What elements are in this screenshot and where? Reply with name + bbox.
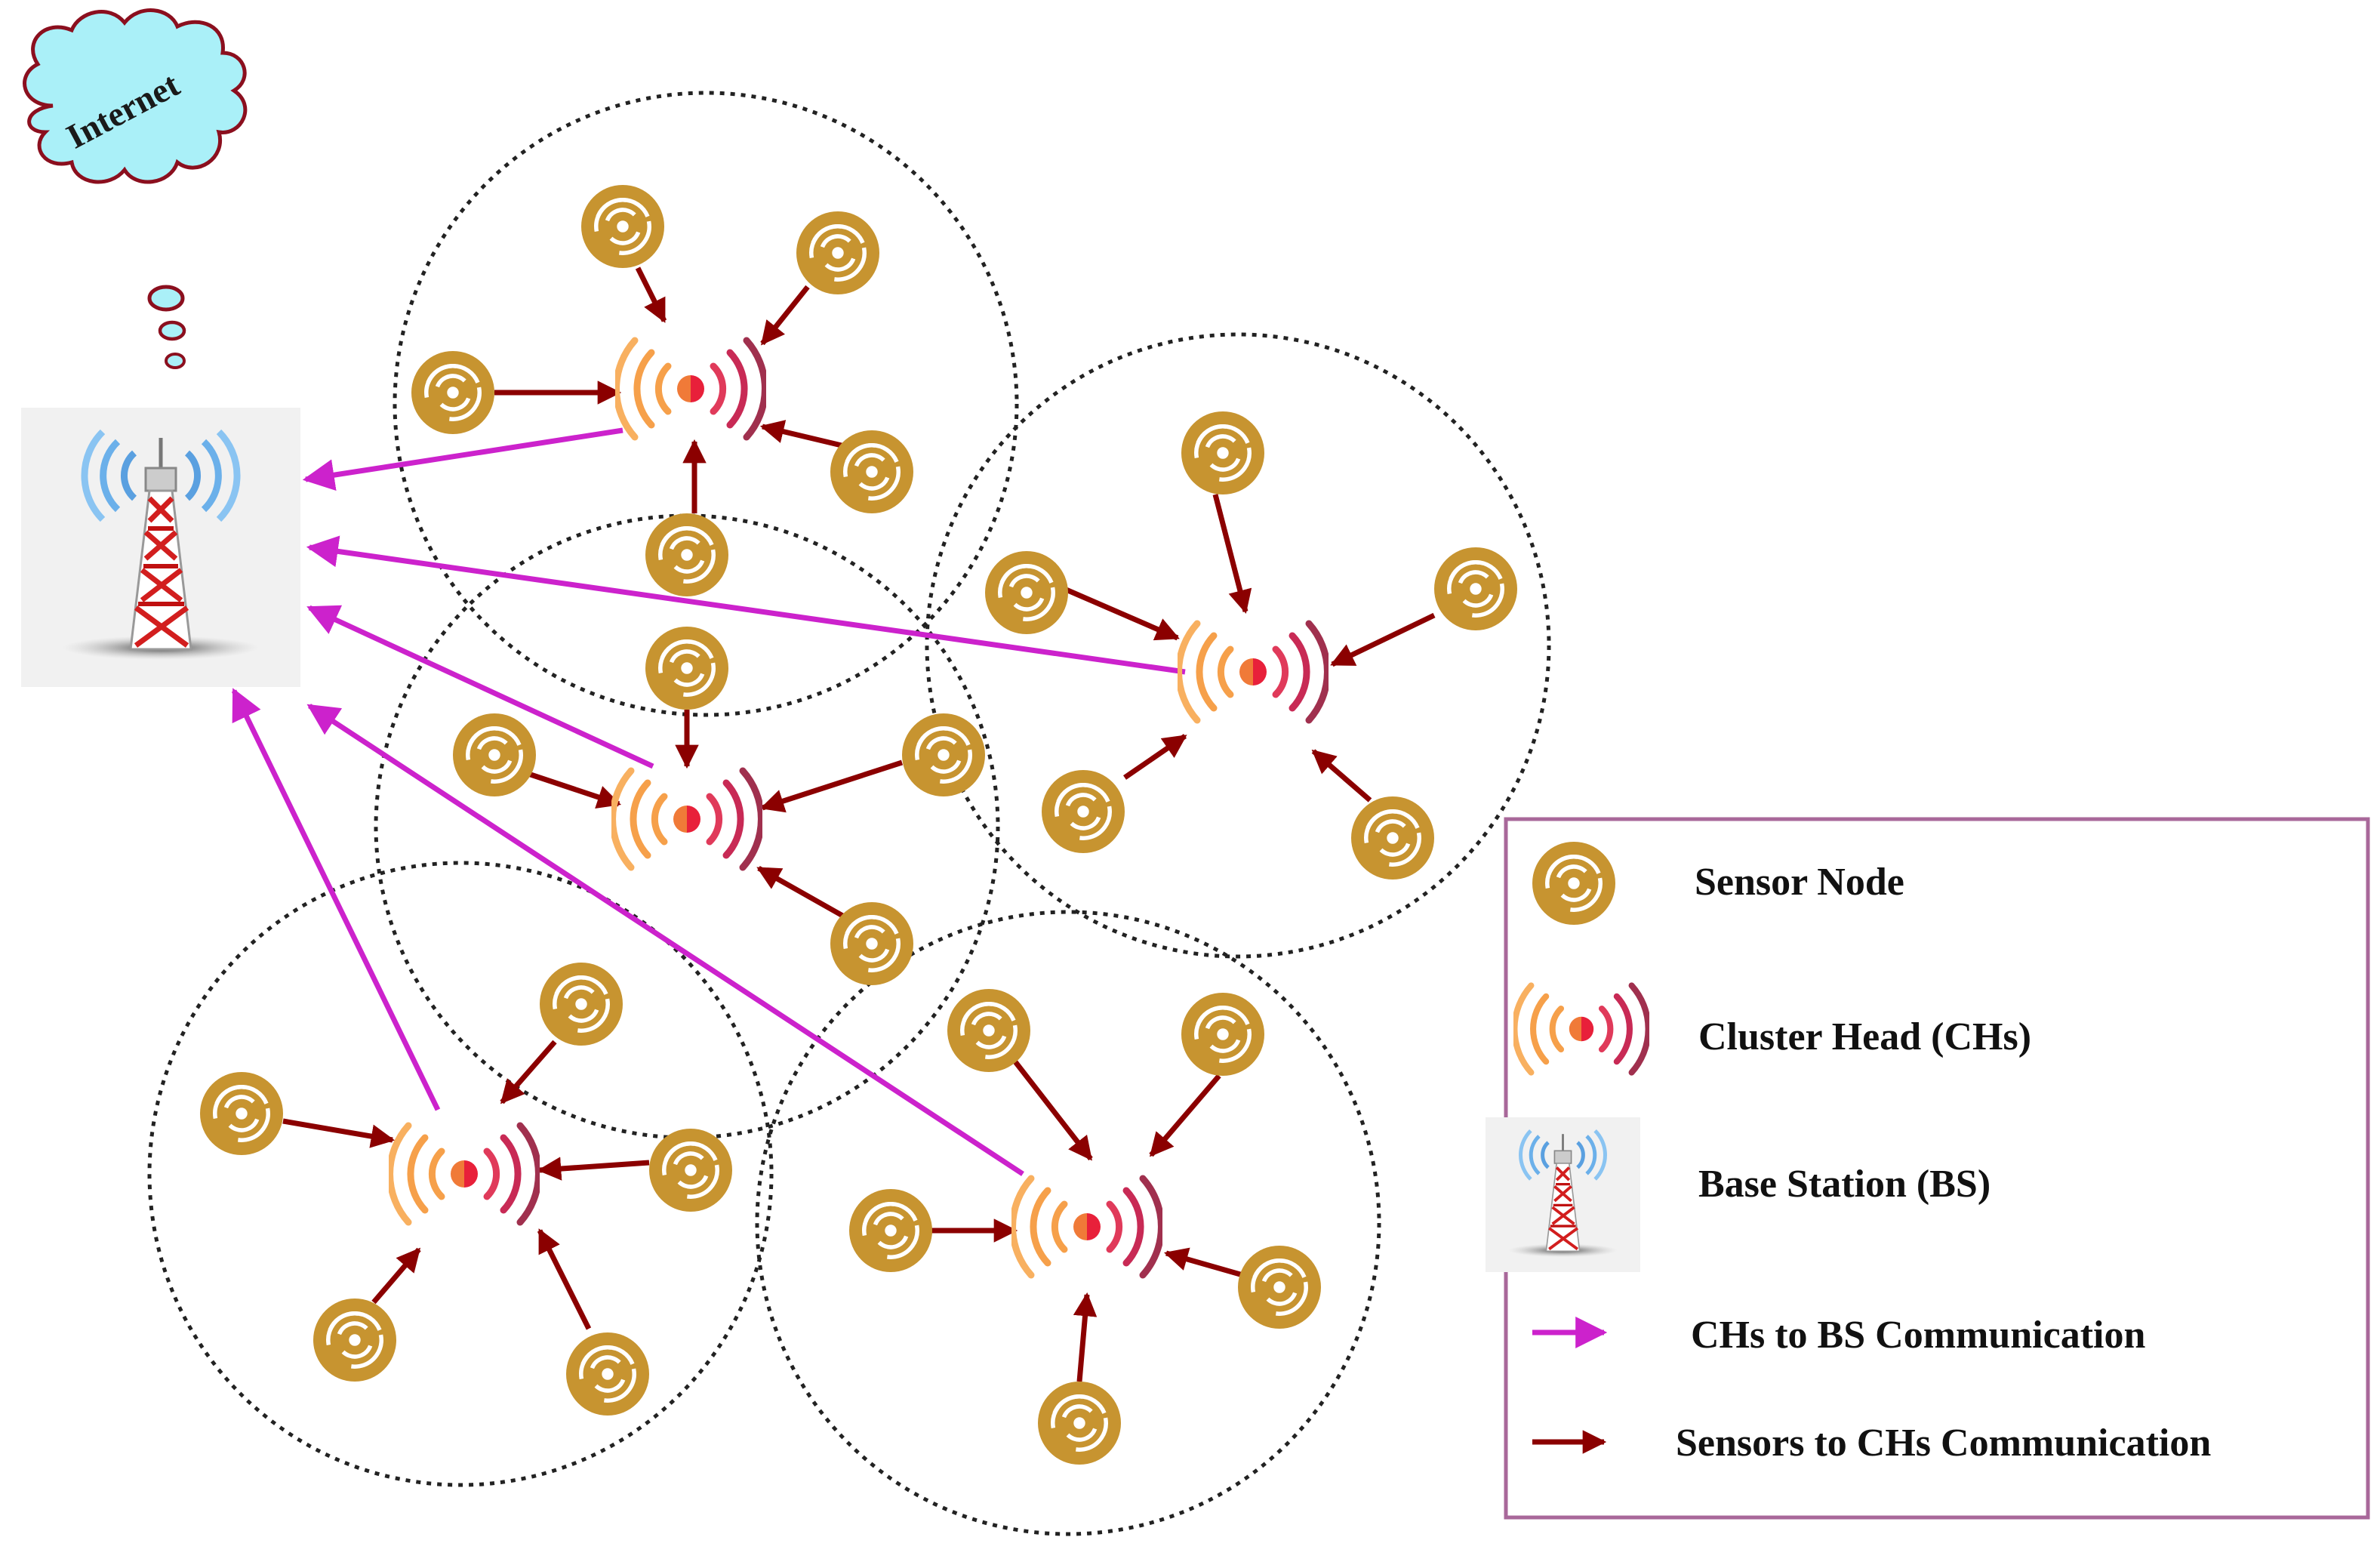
- sensor-to-ch-arrow: [760, 285, 810, 346]
- sensor-to-ch-arrow: [760, 759, 904, 813]
- sensor-to-ch-arrow: [500, 1040, 557, 1104]
- base-station-icon: [21, 408, 300, 687]
- thought-bubble: [158, 320, 186, 341]
- sensor-to-ch-arrow: [759, 420, 842, 448]
- sensor-to-ch-arrow: [1330, 612, 1436, 667]
- sensor-node-icon: [1532, 842, 1615, 925]
- sensor-node-icon: [566, 1332, 649, 1416]
- sensor-node-icon: [1042, 770, 1125, 853]
- legend-label-base-station: Base Station (BS): [1698, 1163, 1991, 1206]
- cluster-circle-5: [755, 910, 1381, 1536]
- ch-to-bs-arrow: [306, 535, 1186, 675]
- sensor-node-icon: [453, 713, 536, 796]
- sensor-node-icon: [1181, 993, 1264, 1076]
- base-station-icon: [1486, 1117, 1640, 1272]
- sensor-node-icon: [1351, 796, 1434, 880]
- cluster-circle-2: [925, 332, 1551, 959]
- sensor-node-icon: [830, 902, 913, 985]
- sensor-to-ch-arrow: [1009, 1055, 1093, 1161]
- sensor-node-icon: [902, 713, 985, 796]
- ch-to-bs-links: [231, 427, 1186, 1176]
- cluster-head-icon: [1179, 624, 1328, 720]
- sensor-to-ch-arrow: [1311, 749, 1372, 803]
- sensor-node-icon: [830, 430, 913, 513]
- legend-label-ch-to-bs: CHs to BS Communication: [1691, 1314, 2145, 1357]
- internet-cloud: Internet: [23, 8, 248, 369]
- sensor-to-ch-arrow: [756, 865, 847, 920]
- cluster-circle-1: [393, 91, 1019, 717]
- sensor-to-ch-links: [282, 266, 1436, 1382]
- sensor-to-ch-arrow: [371, 1247, 421, 1305]
- sensor-node-icon: [1181, 411, 1264, 494]
- cluster-head-icon: [390, 1126, 539, 1222]
- cluster-head-icon: [1013, 1178, 1162, 1275]
- sensor-to-ch-arrow: [1123, 734, 1187, 780]
- sensor-to-ch-arrow: [537, 1228, 592, 1330]
- ch-to-bs-arrow: [306, 704, 1024, 1176]
- sensor-node-icon: [1434, 547, 1517, 630]
- cluster-head-icon: [617, 340, 765, 437]
- ch-to-bs-arrow: [302, 427, 623, 491]
- sensor-node-icon: [985, 551, 1068, 634]
- sensor-node-icon: [649, 1129, 732, 1212]
- sensor-node-icon: [796, 211, 879, 294]
- legend-label-sensor-node: Sensor Node: [1695, 861, 1904, 904]
- legend-label-cluster-head: Cluster Head (CHs): [1698, 1015, 2031, 1058]
- sensor-to-ch-arrow: [537, 1157, 650, 1181]
- sensor-node-icon: [581, 185, 664, 268]
- cluster-head-icon: [613, 771, 762, 867]
- ch-to-bs-arrow: [231, 688, 441, 1111]
- sensor-to-ch-arrow: [1163, 1247, 1246, 1279]
- thought-bubble: [165, 353, 186, 369]
- ch-to-bs-arrow: [306, 605, 654, 769]
- sensor-node-icon: [1038, 1382, 1121, 1465]
- sensor-to-ch-arrow: [1212, 494, 1252, 615]
- sensor-node-icon: [645, 513, 728, 596]
- sensor-node-icon: [540, 963, 623, 1046]
- legend: Sensor Node Cluster Head (CHs) Base Stat…: [1486, 817, 2370, 1520]
- sensor-to-ch-arrow: [1149, 1074, 1221, 1157]
- sensor-node-icon: [1238, 1246, 1321, 1329]
- sensor-node-icon: [313, 1299, 396, 1382]
- legend-label-sensor-to-ch: Sensors to CHs Communication: [1676, 1422, 2211, 1465]
- sensor-to-ch-arrow: [635, 266, 667, 323]
- sensor-node-icon: [200, 1072, 283, 1155]
- sensor-to-ch-arrow: [527, 771, 621, 809]
- sensor-node-icon: [947, 989, 1030, 1072]
- sensor-node-icon: [411, 351, 494, 434]
- sensor-node-icon: [849, 1189, 932, 1272]
- sensor-node-icon: [645, 627, 728, 710]
- sensor-to-ch-arrow: [282, 1118, 396, 1148]
- legend-box: [1504, 817, 2370, 1520]
- sensor-to-ch-arrow: [1063, 586, 1180, 641]
- cluster-circle-4: [147, 861, 774, 1487]
- sensor-to-ch-arrow: [1073, 1292, 1098, 1382]
- thought-bubble: [147, 285, 185, 312]
